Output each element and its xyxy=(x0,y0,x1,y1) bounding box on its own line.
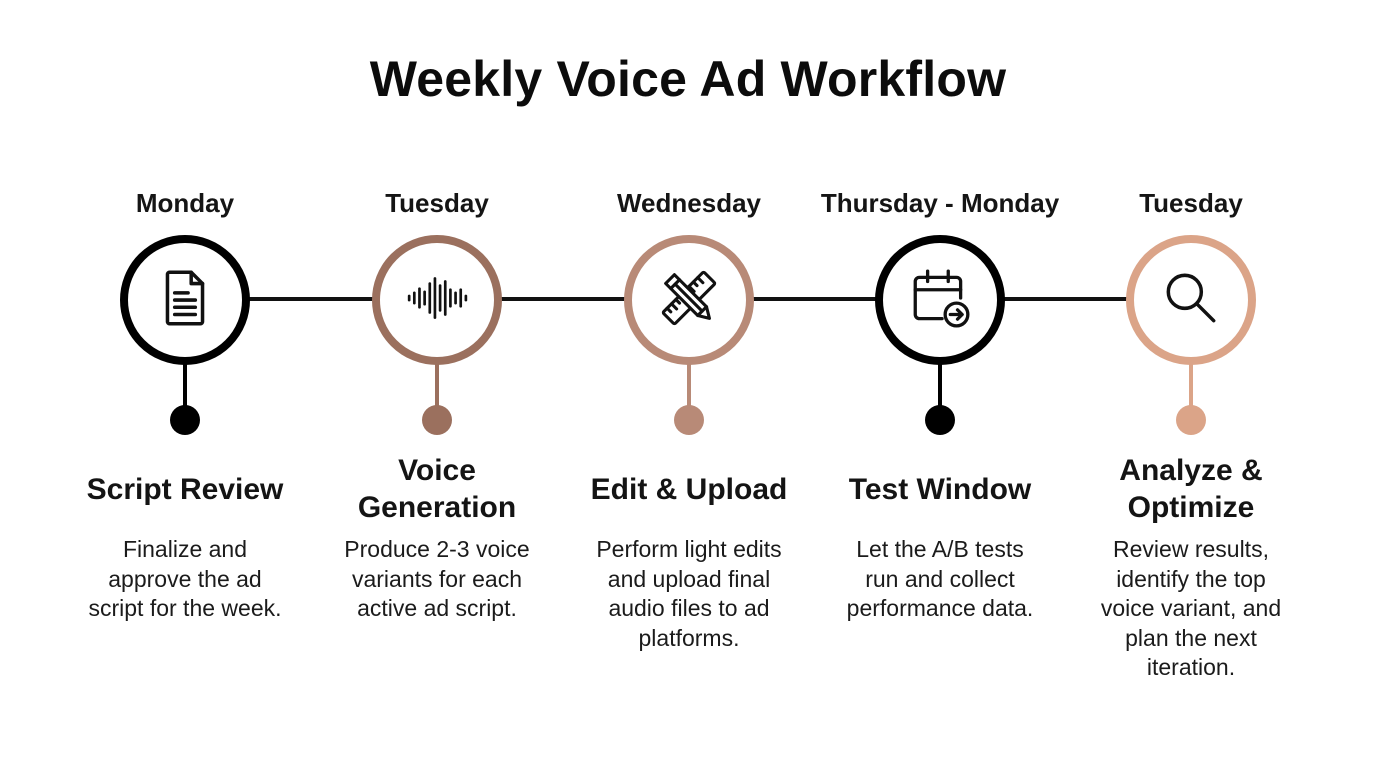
workflow-step: Tuesday Analyze & Optimize Review result… xyxy=(1066,0,1316,768)
step-dot xyxy=(925,405,955,435)
step-stem xyxy=(435,363,439,408)
soundwave-icon xyxy=(404,265,470,336)
magnifier-icon xyxy=(1158,265,1224,336)
timeline-connector xyxy=(750,297,882,301)
step-day-label: Tuesday xyxy=(385,188,489,218)
step-dot xyxy=(422,405,452,435)
step-stem xyxy=(938,363,942,408)
timeline-connector xyxy=(1002,297,1134,301)
step-heading: Analyze & Optimize xyxy=(1119,454,1263,524)
page-title: Weekly Voice Ad Workflow xyxy=(369,51,1007,107)
step-dot xyxy=(674,405,704,435)
step-icon-ring xyxy=(875,235,1005,365)
workflow-step: Tuesday xyxy=(312,0,562,768)
workflow-step: Monday Script Review Finalize and xyxy=(60,0,310,768)
step-day-label: Tuesday xyxy=(1139,188,1243,218)
step-description: Perform light edits and upload final aud… xyxy=(596,536,782,651)
step-day-label: Wednesday xyxy=(616,188,761,218)
workflow-step: Thursday - Monday Test Window xyxy=(815,0,1065,768)
step-heading: Test Window xyxy=(848,472,1032,506)
document-icon xyxy=(152,265,218,336)
step-stem xyxy=(687,363,691,408)
timeline-connector xyxy=(498,297,630,301)
step-heading: Voice Generation xyxy=(357,454,517,524)
step-heading: Edit & Upload xyxy=(590,472,788,506)
pencil-ruler-icon xyxy=(656,265,722,336)
step-stem xyxy=(183,363,187,408)
timeline-connector xyxy=(246,297,378,301)
calendar-arrow-icon xyxy=(907,265,973,336)
step-icon-ring xyxy=(624,235,754,365)
step-icon-ring xyxy=(372,235,502,365)
step-description: Finalize and approve the ad script for t… xyxy=(88,536,282,621)
step-day-label: Monday xyxy=(135,188,235,218)
step-icon-ring xyxy=(120,235,250,365)
step-description: Review results, identify the top voice v… xyxy=(1100,536,1282,680)
workflow-step: Wednesday xyxy=(564,0,814,768)
step-dot xyxy=(170,405,200,435)
step-description: Let the A/B tests run and collect perfor… xyxy=(846,536,1034,621)
step-stem xyxy=(1189,363,1193,408)
step-heading: Script Review xyxy=(86,472,284,506)
step-description: Produce 2-3 voice variants for each acti… xyxy=(344,536,530,621)
step-dot xyxy=(1176,405,1206,435)
step-icon-ring xyxy=(1126,235,1256,365)
step-day-label: Thursday - Monday xyxy=(820,188,1060,218)
